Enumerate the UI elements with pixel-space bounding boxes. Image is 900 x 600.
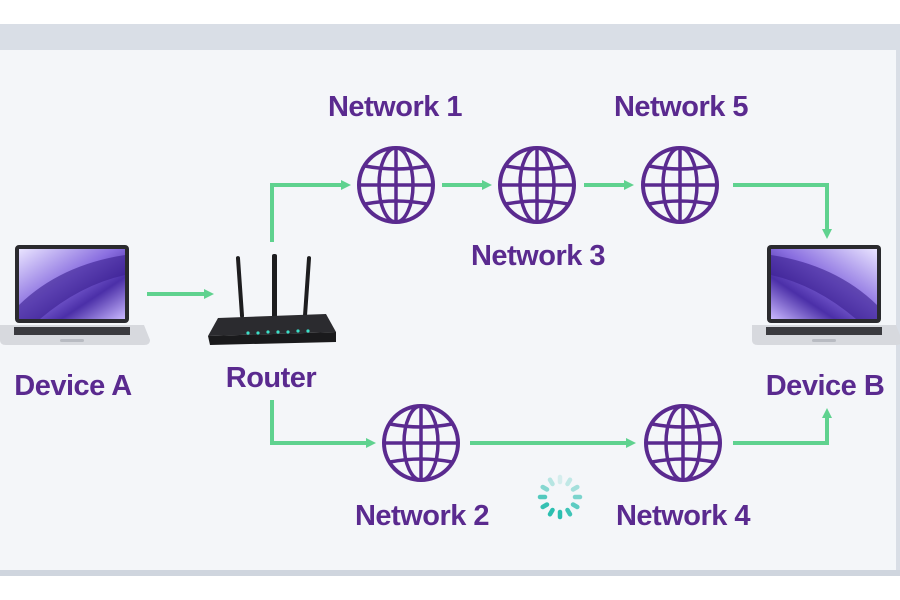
globe-icon [382,404,460,482]
network-5-label: Network 5 [613,91,749,123]
arrow-network-5-to-device-b [733,183,832,239]
top-bar [0,24,900,50]
arrow-router-to-network-2 [270,400,376,448]
laptop-icon [752,245,900,345]
globe-icon [644,404,722,482]
globe-icon [641,146,719,224]
router-label: Router [225,362,317,394]
loading-spinner-icon [537,474,583,520]
network-2-label: Network 2 [354,500,490,532]
router-icon [208,254,336,345]
globe-icon [498,146,576,224]
globe-icon [357,146,435,224]
laptop-icon [0,245,150,345]
network-1-label: Network 1 [327,91,463,123]
arrows [147,180,832,448]
network-4-label: Network 4 [615,500,751,532]
device-a-label: Device A [14,370,132,402]
diagram-panel [0,50,900,570]
bottom-bar [0,570,900,576]
device-b-label: Device B [765,370,885,402]
arrow-network-4-to-device-b [733,408,832,445]
arrow-router-to-network-1 [270,180,351,242]
network-3-label: Network 3 [470,240,606,272]
